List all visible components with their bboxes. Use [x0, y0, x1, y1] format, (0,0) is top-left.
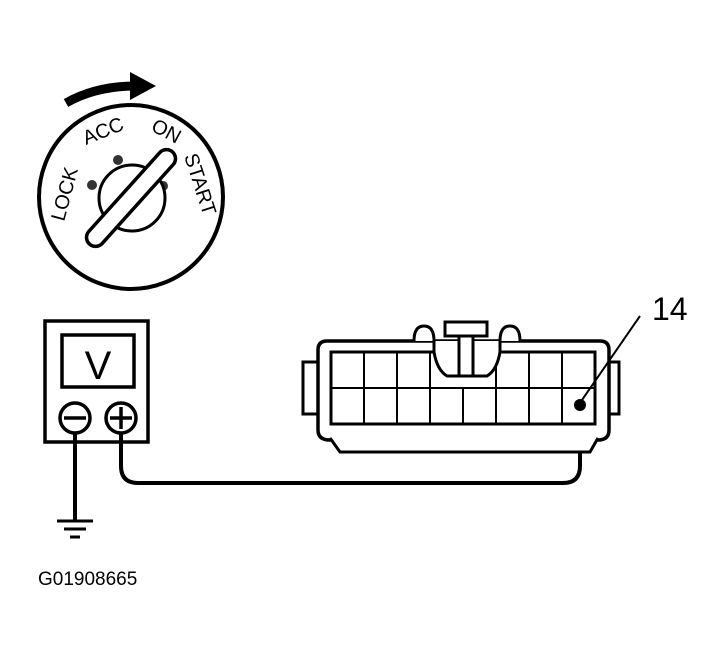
connector-left-ear — [301, 360, 320, 416]
connector-lock-button — [443, 320, 489, 338]
voltmeter-display-label: V — [85, 344, 112, 388]
figure-id: G01908665 — [38, 569, 137, 590]
ground-lead — [57, 433, 93, 539]
key-blade — [84, 147, 178, 249]
connector-lower-lip — [328, 437, 600, 454]
ignition-switch: LOCK ACC ON START — [37, 72, 225, 291]
rotation-arrow-icon — [63, 81, 137, 107]
connector-lock-stem — [457, 334, 475, 378]
voltmeter-display — [60, 333, 136, 389]
position-dot-acc — [113, 155, 123, 165]
position-dot-lock — [87, 180, 97, 190]
pin-14-probe-point — [574, 399, 586, 411]
positive-wire — [119, 405, 582, 485]
voltmeter: V — [43, 319, 150, 444]
connector — [301, 320, 621, 454]
rotation-arrowhead-icon — [130, 72, 156, 100]
pin-14-leader-line — [581, 315, 641, 401]
pin-14-label: 14 — [652, 291, 688, 327]
